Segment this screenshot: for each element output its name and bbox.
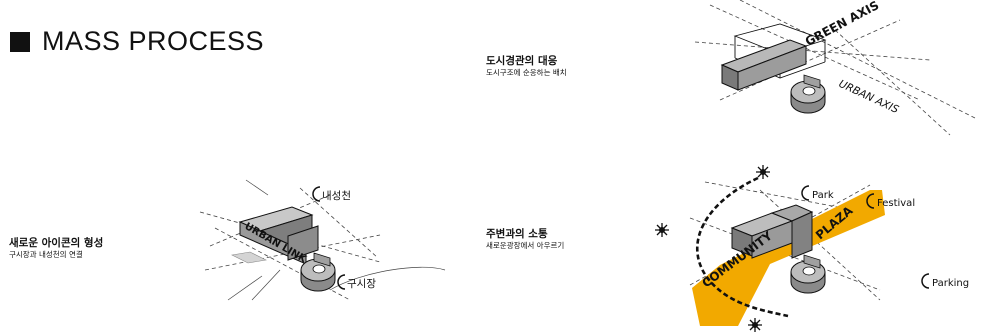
- tag-festival-label: Festival: [877, 198, 915, 209]
- urban-link-mass: [231, 206, 319, 265]
- caption-heading: 새로운 아이콘의 형성: [9, 237, 104, 249]
- caption-communication: 주변과의 소통 새로운광장에서 아우르기: [486, 228, 564, 251]
- title-square-icon: [10, 31, 30, 52]
- tag-river: 내성천: [312, 186, 351, 202]
- mass-block: [720, 39, 808, 91]
- page-title: MASS PROCESS: [10, 26, 264, 57]
- caption-heading: 주변과의 소통: [486, 228, 548, 240]
- tag-river-label: 내성천: [322, 190, 351, 202]
- caption-sub: 도시구조에 순응하는 배치: [486, 68, 567, 77]
- drum-mass: [790, 254, 826, 294]
- sun-icon: [748, 318, 762, 332]
- tag-market-label: 구시장: [347, 278, 376, 290]
- caption-urban-response: 도시경관의 대응 도시구조에 순응하는 배치: [486, 55, 567, 78]
- axis-lines: [694, 0, 976, 136]
- caption-sub: 구시장과 내성천의 연결: [9, 250, 83, 259]
- caption-heading: 도시경관의 대응: [486, 55, 558, 67]
- sun-icon: [756, 165, 770, 179]
- tag-park-label: Park: [812, 190, 834, 201]
- tag-parking: Parking: [921, 273, 969, 289]
- tag-festival: Festival: [866, 193, 915, 209]
- page-title-text: MASS PROCESS: [42, 26, 265, 56]
- communication-mass: [730, 204, 814, 259]
- drum-mass: [790, 74, 826, 114]
- green-axis-label: GREEN AXIS: [803, 0, 881, 49]
- sun-icon: [655, 223, 669, 237]
- tag-parking-label: Parking: [932, 278, 969, 289]
- thin-lines: [227, 179, 446, 301]
- sun-icons: [655, 165, 770, 332]
- community-plaza-band: [692, 190, 885, 326]
- caption-new-icon: 새로운 아이콘의 형성 구시장과 내성천의 연결: [9, 237, 103, 260]
- tag-market: 구시장: [337, 274, 376, 290]
- tag-park: Park: [801, 185, 834, 201]
- caption-sub: 새로운광장에서 아우르기: [486, 241, 565, 250]
- diagram-urban-response: GREEN AXIS URBAN AXIS: [694, 0, 976, 136]
- diagram-new-icon: URBAN LINK 내성천 구시장: [199, 179, 446, 301]
- sun-path-dashed: [696, 176, 789, 318]
- urban-axis-label: URBAN AXIS: [837, 78, 901, 116]
- diagram-communication: COMMUNITY PLAZA Park Festival Parking: [655, 165, 969, 332]
